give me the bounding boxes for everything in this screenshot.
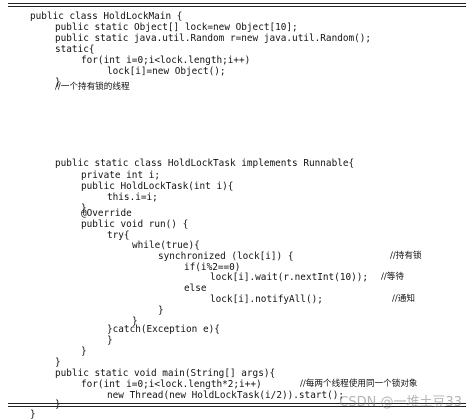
code-comment: //每两个线程使用同一个锁对象: [300, 379, 418, 389]
code-line: public void run() {: [81, 219, 189, 230]
code-line: }: [30, 409, 36, 420]
code-line: }: [55, 77, 61, 88]
code-line: lock[i]=new Object();: [107, 66, 226, 77]
code-comment: //持有锁: [390, 251, 422, 261]
code-line: }: [55, 357, 61, 368]
code-line: else: [184, 283, 207, 294]
bottom-rule: [8, 403, 466, 404]
code-line: public static java.util.Random r=new jav…: [55, 33, 372, 44]
code-line: try{: [107, 230, 130, 241]
code-line: }: [107, 335, 113, 346]
bottom-rule-inner: [8, 406, 466, 407]
code-line: for(int i=0;i<lock.length*2;i++): [81, 379, 262, 390]
code-line: public static Object[] lock=new Object[1…: [55, 22, 298, 33]
code-line: }: [55, 399, 61, 410]
code-line: public class HoldLockMain {: [30, 11, 183, 22]
code-line: static{: [55, 44, 95, 55]
code-line: if(i%2==0): [184, 262, 241, 273]
code-line: }: [81, 346, 87, 357]
code-line: }catch(Exception e){: [107, 324, 220, 335]
code-line: while(true){: [132, 240, 200, 251]
code-line: this.i=i;: [107, 192, 158, 203]
code-annotation: @Override: [81, 208, 132, 219]
code-line: lock[i].notifyAll();: [210, 294, 323, 305]
code-line: synchronized (lock[i]) {: [158, 251, 294, 262]
code-line: }: [132, 316, 138, 327]
code-line: public static class HoldLockTask impleme…: [55, 158, 355, 169]
code-line: new Thread(new HoldLockTask(i/2)).start(…: [107, 390, 345, 401]
code-line: for(int i=0;i<lock.length;i++): [81, 55, 251, 66]
code-line: }: [158, 305, 164, 316]
top-rule-inner: [8, 6, 466, 7]
code-line: public static void main(String[] args){: [55, 368, 276, 379]
code-line: private int i;: [81, 170, 161, 181]
code-line: public HoldLockTask(int i){: [81, 181, 234, 192]
code-comment: //通知: [392, 294, 415, 304]
code-comment: //一个持有锁的线程: [55, 82, 130, 92]
top-rule: [8, 3, 466, 4]
watermark: CSDN @一堆土豆33: [339, 395, 462, 410]
code-comment: //等待: [381, 272, 404, 282]
code-line: }: [81, 203, 87, 214]
code-line: lock[i].wait(r.nextInt(10));: [210, 272, 369, 283]
